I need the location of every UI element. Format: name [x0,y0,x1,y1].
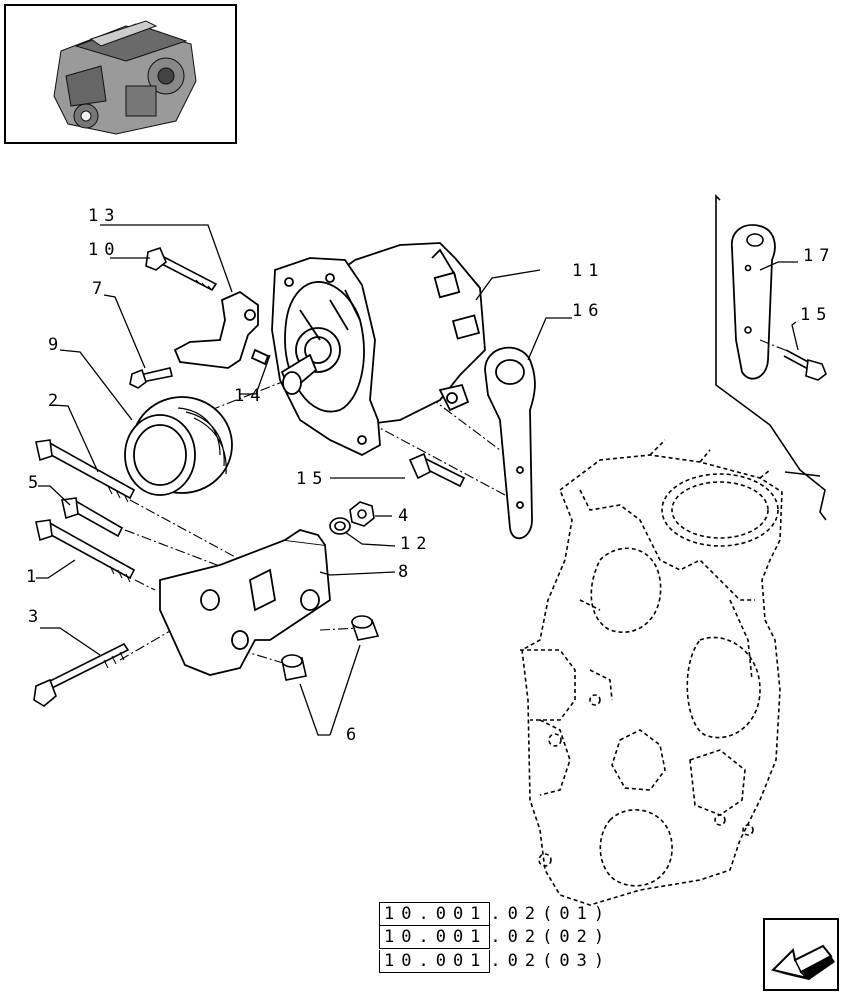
arrow-back-icon [771,944,835,980]
callout-12: 12 [400,534,432,554]
callout-1: 1 [26,567,42,587]
reference-suffix: .02(03) [490,951,612,971]
inset-detail [715,194,827,521]
callout-5: 5 [28,473,44,493]
callout-4: 4 [398,506,414,526]
support-13 [173,290,270,369]
bracket-16 [484,346,536,540]
alternator-11 [271,242,486,457]
bolt-1 [35,519,136,583]
washer-12 [329,517,351,535]
callout-17: 17 [803,246,835,266]
support-bracket-17 [731,224,776,380]
reference-suffix: .02(02) [490,927,612,947]
bolt-5 [61,497,124,538]
callout-9: 9 [48,335,64,355]
pulley-9 [124,396,233,496]
back-button[interactable] [763,918,839,991]
callout-14: 14 [234,386,266,406]
callout-numbers: 13 10 7 9 2 5 1 3 14 11 16 15 4 12 8 6 1… [26,206,835,745]
engine-thumbnail-image [53,20,197,135]
bracket-8 [159,529,331,676]
callout-16: 16 [572,301,604,321]
callout-11: 11 [572,261,604,281]
reference-row[interactable]: 10.001.02(02) [379,926,611,950]
reference-suffix: .02(01) [490,904,612,924]
bolt-3 [33,642,130,707]
bolt-15 [408,452,466,488]
callout-10: 10 [88,240,120,260]
reference-code[interactable]: 10.001 [379,926,491,949]
bolt-2 [35,439,136,503]
callout-3: 3 [28,607,44,627]
callout-8: 8 [398,562,414,582]
callout-6: 6 [346,725,362,745]
callout-13: 13 [88,206,120,226]
bolt-10 [145,247,218,292]
reference-list: 10.001.02(01) 10.001.02(02) 10.001.02(03… [379,902,611,974]
nut-4 [349,501,375,527]
engine-thumbnail [4,4,237,144]
engine-block-outline [520,439,783,906]
callout-15-inset: 15 [800,305,832,325]
bolt-7 [129,367,173,389]
leader-lines [36,224,799,736]
callout-7: 7 [92,279,108,299]
reference-row[interactable]: 10.001.02(01) [379,902,611,926]
bushings-6 [281,615,380,681]
reference-code[interactable]: 10.001 [379,902,491,926]
callout-2: 2 [48,391,64,411]
reference-code[interactable]: 10.001 [379,950,491,973]
reference-row[interactable]: 10.001.02(03) [379,950,611,974]
callout-15-main: 15 [296,469,328,489]
